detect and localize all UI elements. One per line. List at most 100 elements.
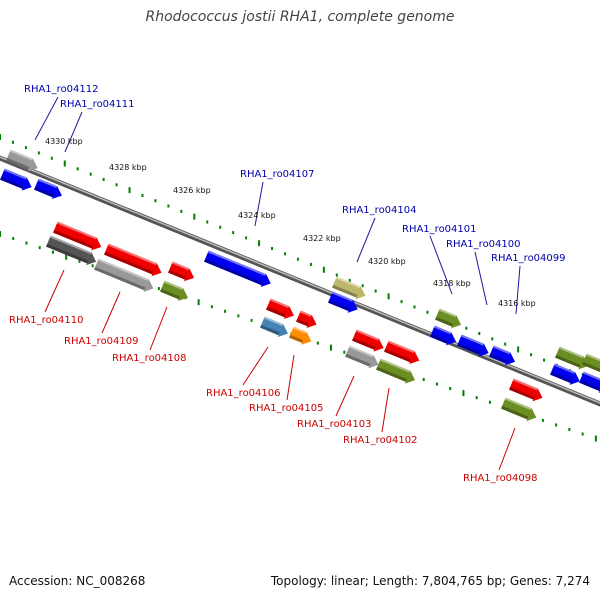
upper-ruler-tick [0,134,1,140]
gene-forward-blue-1 [0,168,32,191]
upper-ruler-tick [11,140,14,144]
lower-ruler-tick [0,231,1,237]
upper-ruler-tick [258,240,261,247]
ruler-label-4320-kbp: 4320 kbp [368,257,406,266]
upper-ruler-tick [530,353,533,357]
gene-label-RHA1_ro04112[interactable]: RHA1_ro04112 [24,84,99,95]
upper-ruler-tick [348,278,351,282]
leader-line-RHA1_ro04098 [498,427,516,471]
gene-ro04102 [376,358,416,384]
ruler-label-4328-kbp: 4328 kbp [109,163,147,172]
upper-ruler-tick [491,337,494,341]
gene-labels: RHA1_ro04112RHA1_ro04111RHA1_ro04107RHA1… [9,84,566,484]
lower-ruler-tick [237,314,240,318]
upper-ruler-tick [63,160,66,167]
upper-ruler-tick [465,326,468,330]
lower-ruler-tick [541,418,544,422]
gene-olive-edge [555,346,589,370]
gene-ro04110 [46,235,97,266]
leader-line-RHA1_ro04106 [242,346,269,386]
upper-ruler-tick [517,346,520,353]
ruler-label-4324-kbp: 4324 kbp [238,211,276,220]
gene-label-RHA1_ro04107[interactable]: RHA1_ro04107 [240,169,315,180]
genome-backbone [0,155,600,407]
gene-ro04109-red [104,243,162,277]
ruler-label-4322-kbp: 4322 kbp [303,234,341,243]
upper-ruler-tick [296,257,299,261]
gene-forward-blue-2 [328,291,358,313]
lower-ruler-tick [594,435,597,442]
gene-label-RHA1_ro04101[interactable]: RHA1_ro04101 [402,224,477,235]
upper-ruler-tick [115,183,118,187]
gene-label-RHA1_ro04111[interactable]: RHA1_ro04111 [60,99,135,110]
lower-ruler-tick [422,377,425,381]
gene-label-RHA1_ro04106[interactable]: RHA1_ro04106 [206,388,281,399]
lower-ruler-tick [157,287,160,291]
gene-label-RHA1_ro04098[interactable]: RHA1_ro04098 [463,473,538,484]
lower-ruler-tick [210,305,213,309]
leader-line-RHA1_ro04112 [34,96,59,141]
gene-ro04103 [345,345,379,369]
gene-ro04105 [289,326,312,345]
upper-ruler-tick [413,305,416,309]
upper-ruler-tick [426,310,429,314]
gene-ro04100 [457,334,489,357]
gene-ro04098-red [509,378,543,402]
gene-features [0,149,600,422]
leader-line-RHA1_ro04111 [64,111,83,153]
gene-ro04106-red [266,298,294,320]
gene-red-small [168,261,195,282]
gene-ro04103-red [352,329,384,352]
lower-ruler-tick [581,432,584,436]
upper-ruler-tick [128,187,131,194]
leader-line-RHA1_ro04104 [356,217,376,263]
lower-ruler-tick [197,299,200,306]
gene-label-RHA1_ro04099[interactable]: RHA1_ro04099 [491,253,566,264]
leader-line-RHA1_ro04107 [254,181,264,227]
gene-ro04111 [34,178,62,200]
gene-ro04110-red [53,221,102,251]
lower-ruler-tick [91,264,94,268]
leader-line-RHA1_ro04099 [515,265,521,315]
gene-label-RHA1_ro04104[interactable]: RHA1_ro04104 [342,205,417,216]
lower-ruler-tick [449,387,452,391]
ruler-label-4316-kbp: 4316 kbp [498,299,536,308]
lower-ruler-tick [65,253,68,260]
gene-label-RHA1_ro04102[interactable]: RHA1_ro04102 [343,435,418,446]
upper-ruler-tick [50,156,53,160]
gene-blue-edge [550,363,580,385]
lower-ruler-tick [488,400,491,404]
upper-ruler-tick [322,266,325,273]
gene-ro04106 [260,316,288,338]
lower-ruler-tick [475,396,478,400]
gene-label-RHA1_ro04109[interactable]: RHA1_ro04109 [64,336,139,347]
lower-ruler-tick [555,423,558,427]
gene-ro04098 [501,397,537,422]
ruler-label-4326-kbp: 4326 kbp [173,186,211,195]
leader-line-RHA1_ro04103 [335,375,355,417]
gene-ro04099 [489,345,516,366]
lower-ruler-tick [38,246,41,250]
upper-ruler-tick [219,225,222,229]
gene-label-RHA1_ro04100[interactable]: RHA1_ro04100 [446,239,521,250]
upper-ruler-tick [361,284,364,288]
gene-label-RHA1_ro04103[interactable]: RHA1_ro04103 [297,419,372,430]
gene-olive-edge-2 [582,353,600,375]
leader-line-RHA1_ro04110 [44,269,65,313]
gene-ro04104 [332,276,366,300]
leader-line-RHA1_ro04109 [101,291,121,334]
map-title: Rhodococcus jostii RHA1, complete genome [145,9,455,25]
gene-ro04101 [430,325,457,346]
upper-ruler-tick [167,204,170,208]
gene-label-RHA1_ro04105[interactable]: RHA1_ro04105 [249,403,324,414]
gene-label-RHA1_ro04110[interactable]: RHA1_ro04110 [9,315,84,326]
leader-line-RHA1_ro04108 [149,306,168,351]
upper-ruler-tick [232,231,235,235]
label-leader-lines [34,96,521,471]
upper-ruler-tick [543,358,546,362]
accession-text: Accession: NC_008268 [9,574,146,588]
gene-label-RHA1_ro04108[interactable]: RHA1_ro04108 [112,353,187,364]
